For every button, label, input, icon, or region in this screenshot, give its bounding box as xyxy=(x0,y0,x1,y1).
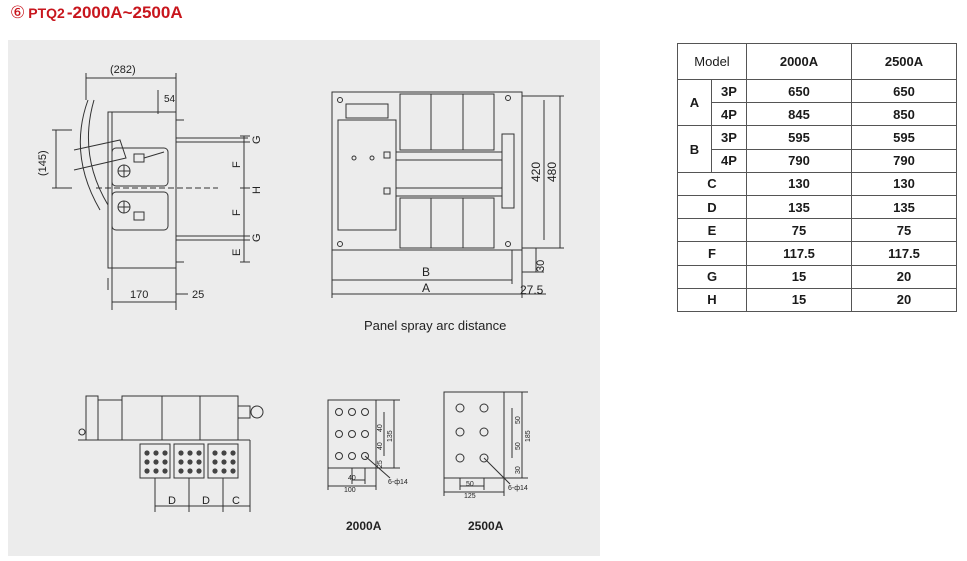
table-row: G 15 20 xyxy=(677,264,957,289)
table-row: 4P 790 790 xyxy=(678,148,957,173)
letter-h: H xyxy=(251,186,263,194)
table-cell-value: 130 xyxy=(851,171,957,196)
table-cell-label: G xyxy=(677,264,747,289)
title-circled-number: ⑥ xyxy=(10,3,26,23)
table-cell-value: 790 xyxy=(851,148,957,173)
table-row: D 135 135 xyxy=(677,194,957,220)
table-cell-label: E xyxy=(677,218,747,243)
letter-d-1: D xyxy=(168,495,176,507)
table-header-2500a: 2500A xyxy=(851,43,957,80)
letter-b: B xyxy=(422,265,430,279)
dim-2000-135: 135 xyxy=(387,430,394,442)
letter-g-bottom: G xyxy=(251,233,263,242)
table-cell-value: 850 xyxy=(851,102,957,127)
table-row: A 3P 650 650 xyxy=(677,78,957,127)
bottom-view-drawing: D D C xyxy=(78,395,264,512)
terminal-2500a-drawing: 50 50 185 30 50 125 6-ф14 2500A xyxy=(443,391,532,533)
dim-2500-125: 125 xyxy=(464,493,476,500)
dim-2500-185: 185 xyxy=(525,430,532,442)
dim-2000-25: 25 xyxy=(377,460,384,468)
table-cell-value: 845 xyxy=(746,102,852,127)
table-cell-value: 135 xyxy=(746,194,852,220)
table-header-model: Model xyxy=(677,43,747,80)
table-cell-value: 650 xyxy=(851,78,957,104)
dim-480: 480 xyxy=(545,162,559,182)
table-header-2000a: 2000A xyxy=(746,43,852,80)
table-cell-value: 15 xyxy=(746,264,852,289)
table-row: F 117.5 117.5 xyxy=(677,241,957,266)
caption-2000a: 2000A xyxy=(346,519,382,533)
dimension-drawing-panel: (282) 54 (145) xyxy=(8,40,600,556)
table-row: E 75 75 xyxy=(677,218,957,243)
page-title: ⑥ PTQ2 -2000A~2500A xyxy=(10,3,183,27)
table-cell-value: 117.5 xyxy=(746,241,852,266)
table-cell-value: 650 xyxy=(746,78,852,104)
dim-420: 420 xyxy=(529,162,543,182)
table-cell-value: 595 xyxy=(851,125,957,150)
table-cell-value: 20 xyxy=(851,264,957,289)
bottom-terminal-holes xyxy=(144,450,236,474)
dim-2000-100: 100 xyxy=(344,487,356,494)
table-cell-group: B xyxy=(677,125,712,173)
dim-282: (282) xyxy=(110,64,136,76)
table-cell-group: A xyxy=(677,78,712,127)
letter-a: A xyxy=(422,281,430,295)
table-cell-sub: 3P xyxy=(711,78,747,104)
terminal-2000a-drawing: 40 40 135 25 40 100 6-ф14 2000A xyxy=(327,399,408,533)
front-view-drawing: 420 480 30 B A 27.5 Panel spray arc dist… xyxy=(331,91,564,333)
table-cell-value: 15 xyxy=(746,287,852,312)
dim-27-5: 27.5 xyxy=(520,283,544,297)
dim-54: 54 xyxy=(164,94,176,105)
dim-2500-50: 50 xyxy=(466,481,474,488)
table-cell-label: D xyxy=(677,194,747,220)
dim-2500-50b: 50 xyxy=(515,442,522,450)
hole-spec-2000: 6-ф14 xyxy=(388,479,408,486)
table-cell-value: 595 xyxy=(746,125,852,150)
dimension-table: Model 2000A 2500A A 3P 650 650 4P 845 85… xyxy=(677,43,957,312)
table-header-row: Model 2000A 2500A xyxy=(677,43,957,80)
table-cell-label: C xyxy=(677,171,747,196)
title-range: -2000A~2500A xyxy=(66,3,183,22)
table-cell-sub: 3P xyxy=(711,125,747,150)
dim-2000-40: 40 xyxy=(348,475,356,482)
table-cell-value: 20 xyxy=(851,287,957,312)
table-row: 4P 845 850 xyxy=(678,102,957,127)
letter-g-top: G xyxy=(251,135,263,144)
dim-2000-40b: 40 xyxy=(377,442,384,450)
hole-spec-2500: 6-ф14 xyxy=(508,485,528,492)
table-row: C 130 130 xyxy=(677,171,957,196)
dim-2500-30: 30 xyxy=(515,466,522,474)
letter-d-2: D xyxy=(202,495,210,507)
dim-170: 170 xyxy=(130,289,148,301)
table-row: H 15 20 xyxy=(677,287,957,312)
table-cell-value: 790 xyxy=(746,148,852,173)
caption-panel-spray: Panel spray arc distance xyxy=(364,318,506,333)
table-cell-value: 130 xyxy=(746,171,852,196)
dim-30: 30 xyxy=(535,260,547,272)
table-cell-label: F xyxy=(677,241,747,266)
table-cell-sub: 4P xyxy=(711,102,747,127)
dim-25: 25 xyxy=(192,289,204,301)
dim-145: (145) xyxy=(37,150,49,176)
table-cell-value: 75 xyxy=(746,218,852,243)
title-model: PTQ2 xyxy=(28,5,65,21)
letter-f-bottom: F xyxy=(231,209,243,216)
table-cell-value: 117.5 xyxy=(851,241,957,266)
dim-2500-50a: 50 xyxy=(515,416,522,424)
caption-2500a: 2500A xyxy=(468,519,504,533)
table-cell-label: H xyxy=(677,287,747,312)
letter-e: E xyxy=(231,249,243,256)
dim-2000-40a: 40 xyxy=(377,424,384,432)
side-view-drawing: (282) 54 (145) xyxy=(37,64,263,310)
table-cell-value: 135 xyxy=(851,194,957,220)
table-row: B 3P 595 595 xyxy=(677,125,957,173)
table-cell-sub: 4P xyxy=(711,148,747,173)
letter-f-top: F xyxy=(231,161,243,168)
table-cell-value: 75 xyxy=(851,218,957,243)
letter-c: C xyxy=(232,495,240,507)
